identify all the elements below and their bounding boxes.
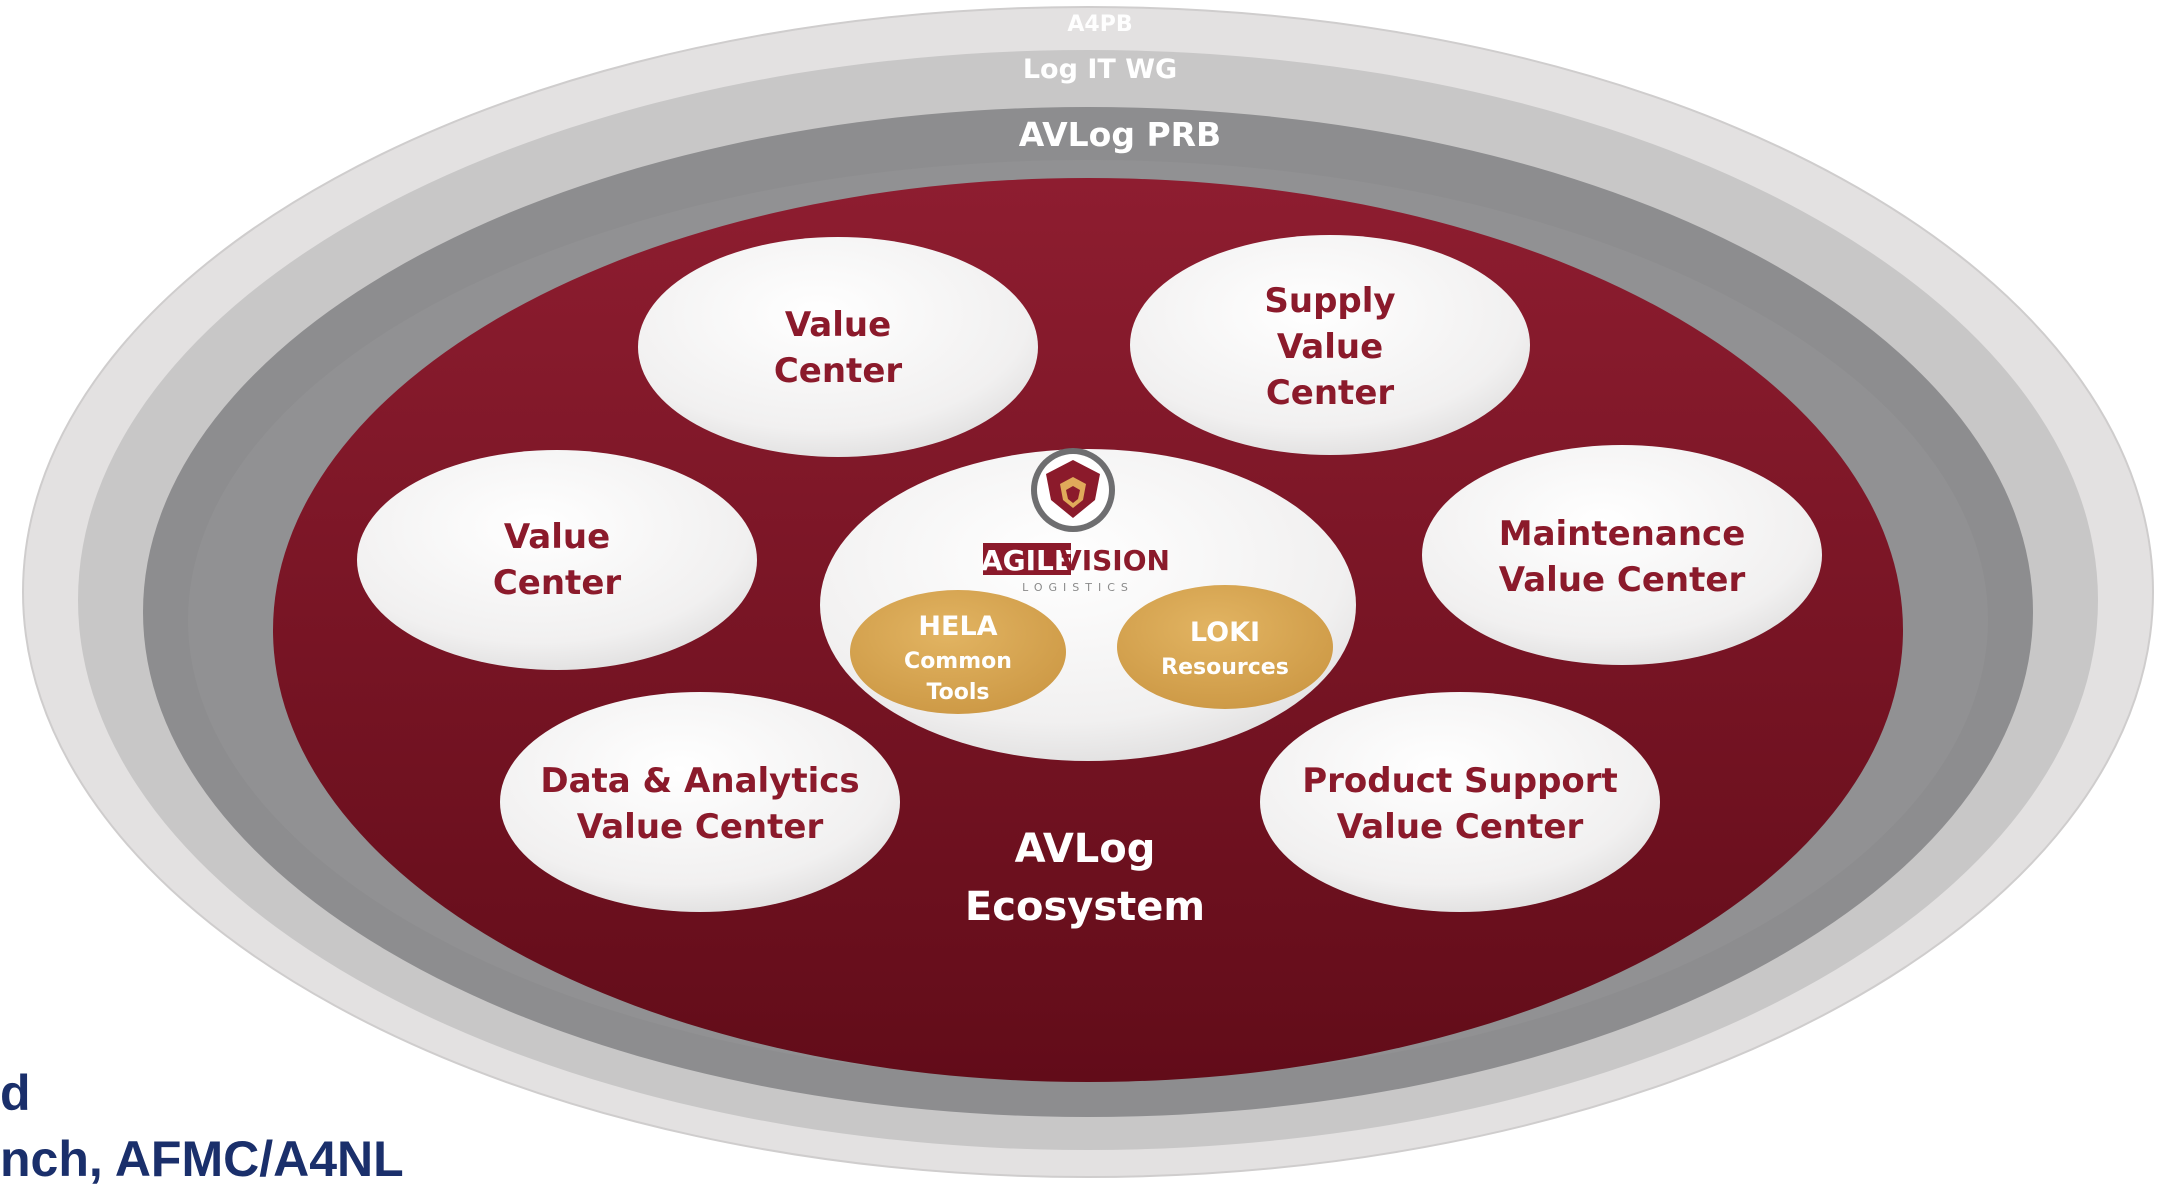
value-center-supply[interactable]: Supply Value Center [1130,235,1530,455]
logo-word-agile: AGILE [981,544,1073,577]
value-center-data-analytics-line2: Value Center [577,807,824,847]
loki-title: LOKI [1190,617,1260,648]
ring-label-log-it-wg: Log IT WG [1023,54,1177,85]
agile-vision-hub[interactable]: AGILE VISION LOGISTICS HELA Common Tools… [820,448,1356,761]
ring-label-avlog-prb: AVLog PRB [1019,115,1221,154]
value-center-supply-line3: Center [1266,373,1395,413]
value-center-data-analytics[interactable]: Data & Analytics Value Center [500,692,900,912]
value-center-product-support[interactable]: Product Support Value Center [1260,692,1660,912]
hela-common-tools[interactable]: HELA Common Tools [850,590,1066,714]
ecosystem-label-line1: AVLog [1015,826,1156,872]
loki-line1: Resources [1161,655,1289,680]
hela-line2: Tools [927,680,990,705]
hela-line1: Common [904,649,1012,674]
agile-vision-emblem-icon [1031,448,1115,532]
value-center-product-support-line2: Value Center [1337,807,1584,847]
value-center-top-left[interactable]: Value Center [638,237,1038,457]
ecosystem-label-line2: Ecosystem [965,884,1205,930]
logo-word-vision: VISION [1060,544,1170,577]
hela-title: HELA [918,611,997,642]
loki-resources[interactable]: LOKI Resources [1117,585,1333,709]
value-center-maintenance-line1: Maintenance [1499,514,1746,554]
value-center-top-left-line1: Value [785,305,891,345]
value-center-data-analytics-line1: Data & Analytics [540,761,859,801]
value-center-mid-left[interactable]: Value Center [357,450,757,670]
logo-subtitle: LOGISTICS [1022,581,1134,594]
logo-agile-box [983,543,1071,575]
value-center-maintenance-line2: Value Center [1499,560,1746,600]
value-center-mid-left-line1: Value [504,517,610,557]
value-center-top-left-line2: Center [774,351,903,391]
footer-text-line1: d [0,1065,31,1121]
value-center-mid-left-line2: Center [493,563,622,603]
value-center-product-support-line1: Product Support [1302,761,1618,801]
value-center-supply-line1: Supply [1264,281,1395,321]
ring-label-a4pb: A4PB [1067,12,1132,37]
footer-text-line2: nch, AFMC/A4NL [0,1131,404,1187]
value-center-maintenance[interactable]: Maintenance Value Center [1422,445,1822,665]
value-center-supply-line2: Value [1277,327,1383,367]
